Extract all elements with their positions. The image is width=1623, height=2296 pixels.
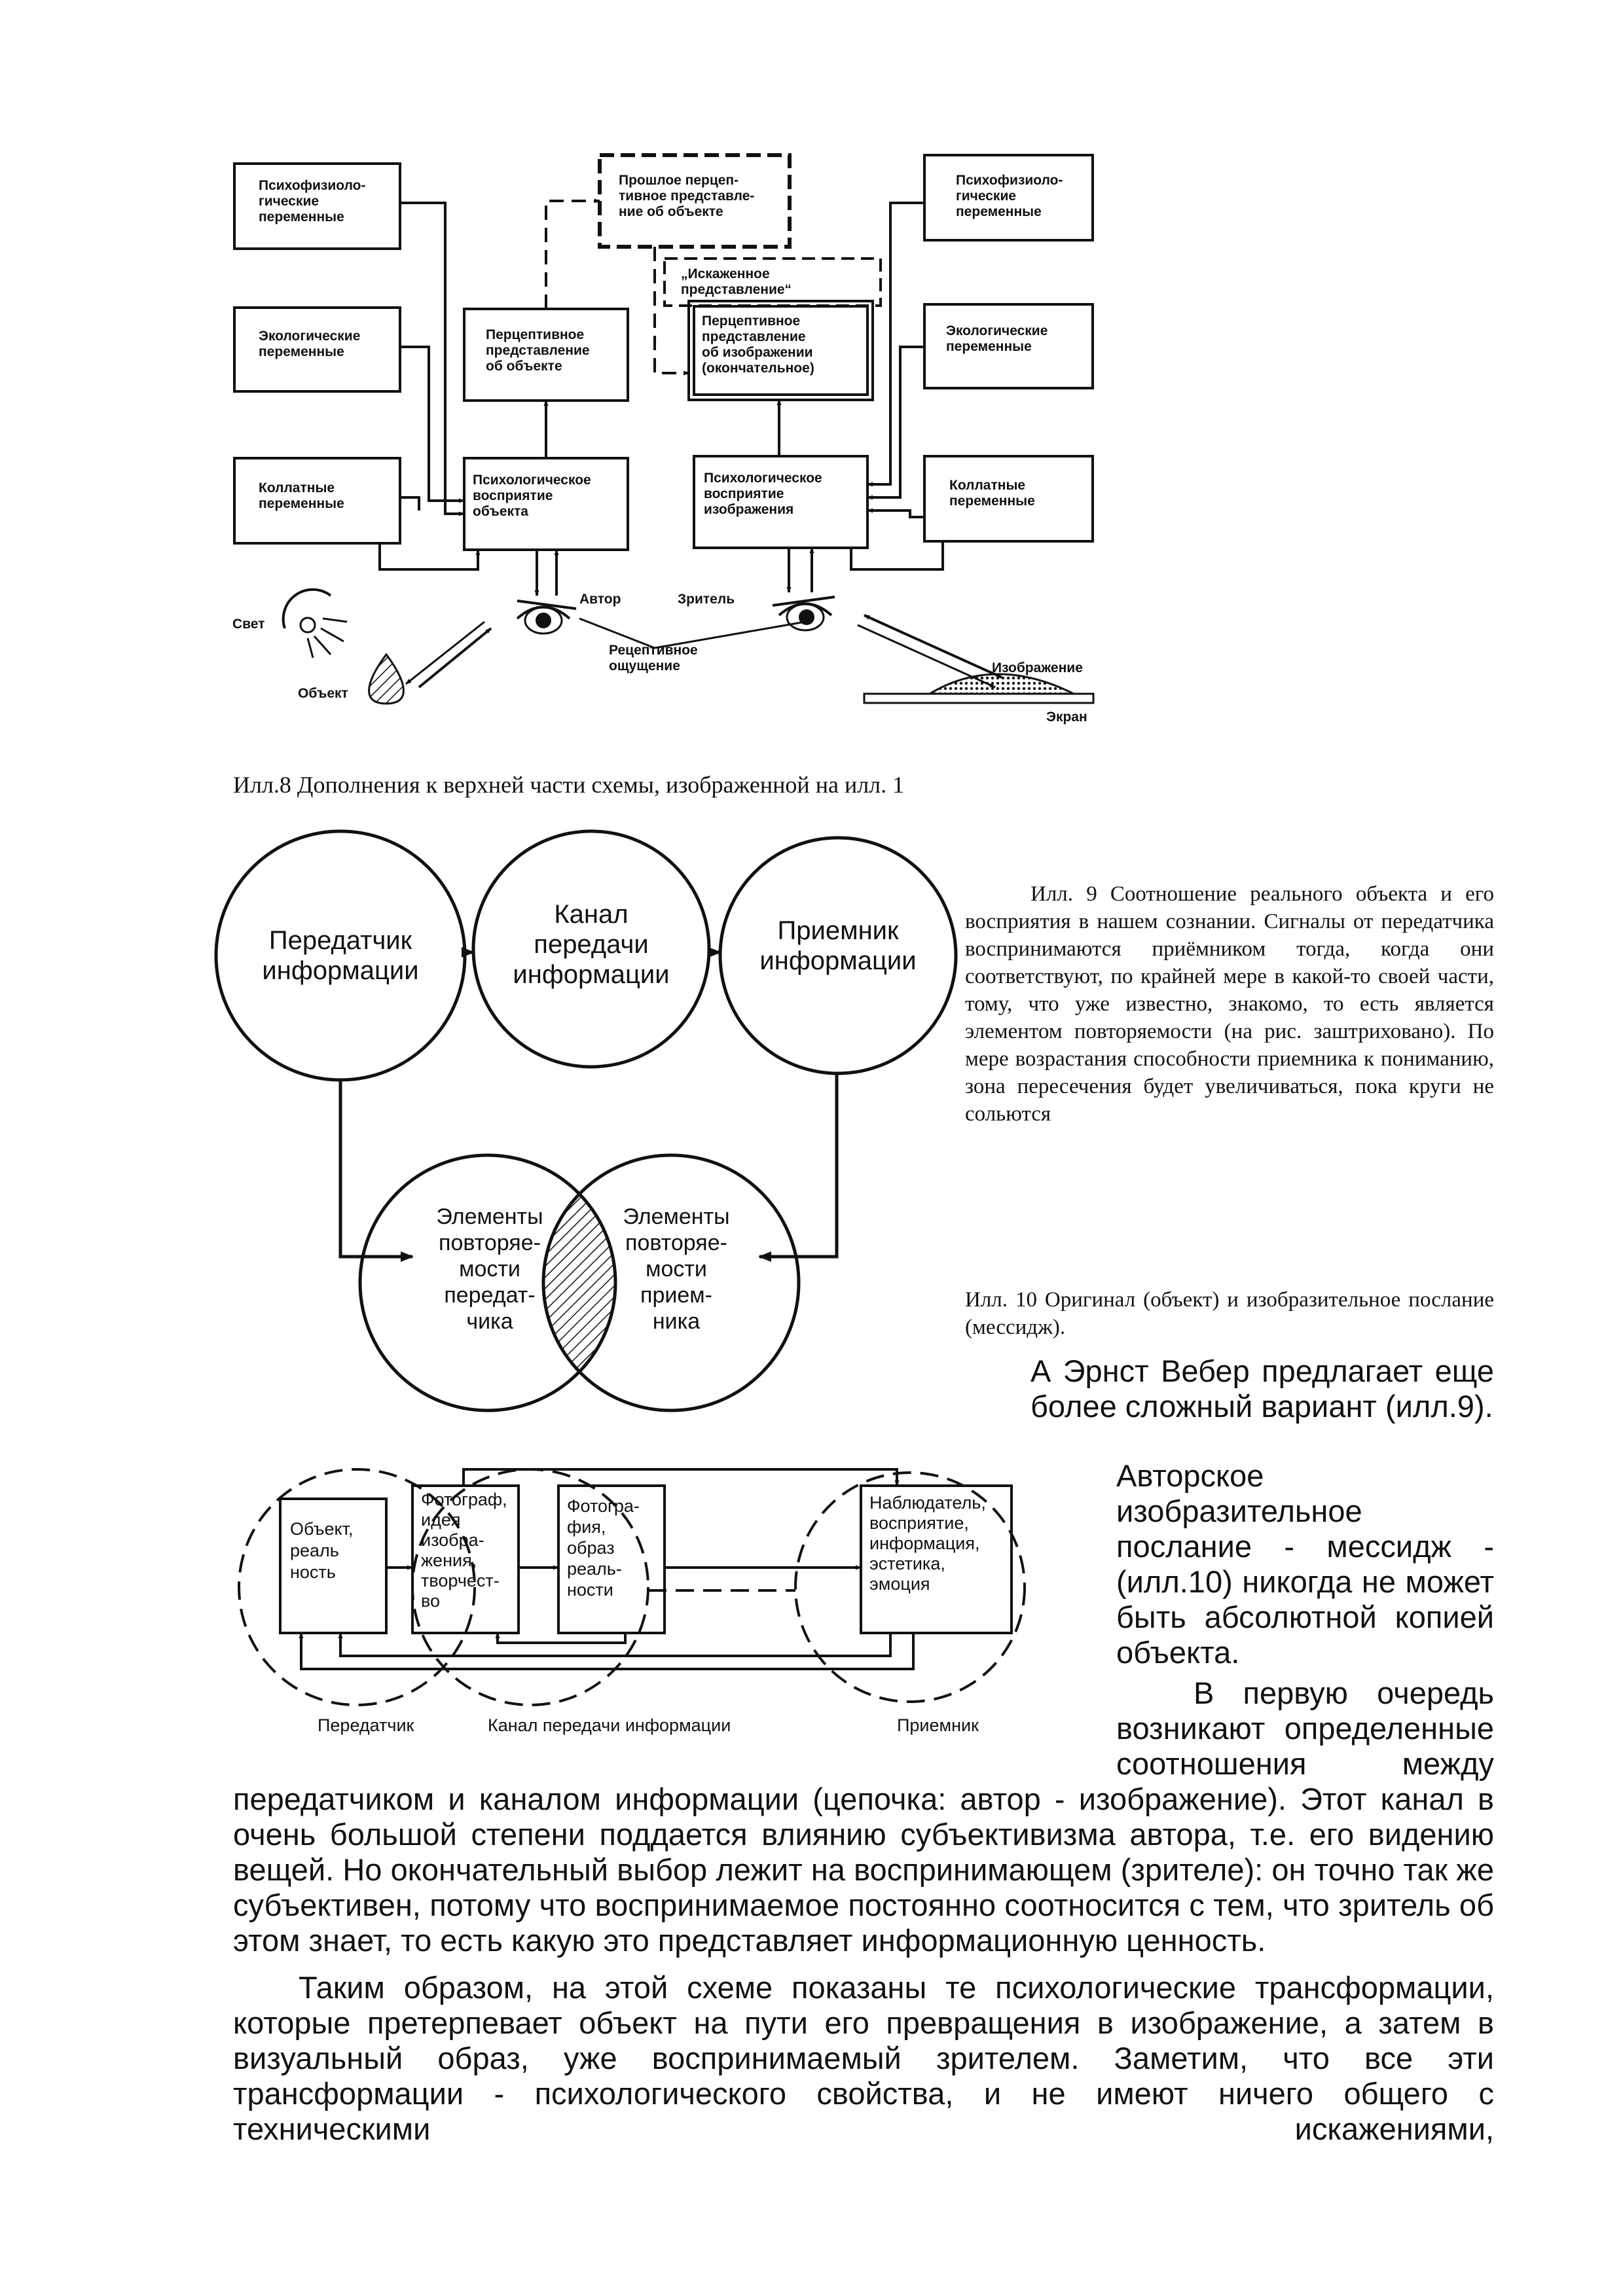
box-past-percept-text: Прошлое перцеп-тивное представле-ние об … [619,173,754,219]
circle-channel [471,829,711,1069]
label-receiver: Приемник [897,1715,979,1735]
label-object: Объект [298,686,348,701]
box-photo [557,1484,666,1634]
label-light: Свет [232,617,265,632]
label-image: Изображение [992,660,1083,675]
box-right-collateral [923,455,1094,543]
fig10-caption: Илл. 10 Оригинал (объект) и изобразитель… [965,1288,1494,1339]
image-mound [926,673,1074,695]
venn-right [541,1153,801,1412]
circle-transmitter [214,829,467,1082]
circle-receiver [718,836,958,1075]
paragraph-relations-start: В первую очередь возникают определенные … [1116,1676,1494,1781]
box-object [279,1498,388,1634]
paragraph-transformations: Таким образом, на этой схеме показаны те… [233,1970,1494,2146]
dashed-circle-transmitter [238,1468,476,1706]
box-observer-text: Наблюдатель,восприятие,информация,эстети… [869,1493,986,1594]
paragraph-message: Авторское изобразительное послание - мес… [1116,1458,1494,1670]
light-source-icon [282,588,332,629]
fig9-caption: Илл. 9 Соотношение реального объекта и е… [965,882,1494,1126]
box-right-psychophys [923,154,1094,242]
paragraph-relations-rest: передатчиком и каналом информации (цепоч… [233,1782,1494,1958]
object-drop-icon [368,653,405,705]
box-psych-image [693,455,869,549]
box-left-ecological [233,306,401,393]
box-photographer [411,1484,520,1634]
dashed-circle-receiver [794,1471,1026,1703]
label-author: Автор [579,592,621,607]
box-distorted [663,257,882,307]
paragraph-weber: А Эрнст Вебер предлагает еще более сложн… [1030,1354,1494,1424]
screen-bar [863,692,1095,704]
fig8-caption: Илл.8 Дополнения к верхней части схемы, … [233,772,905,798]
label-viewer: Зритель [678,592,735,607]
label-transmitter: Передатчик [318,1715,414,1735]
box-observer [860,1484,1013,1634]
label-channel: Канал передачи информации [488,1715,731,1735]
box-left-collateral [233,457,401,545]
viewer-eye-icon [772,596,835,632]
dashed-circle-channel [411,1468,649,1706]
author-eye-icon [516,600,577,635]
venn-left [358,1153,617,1412]
box-left-psychophys [233,162,401,250]
label-screen: Экран [1046,709,1087,725]
